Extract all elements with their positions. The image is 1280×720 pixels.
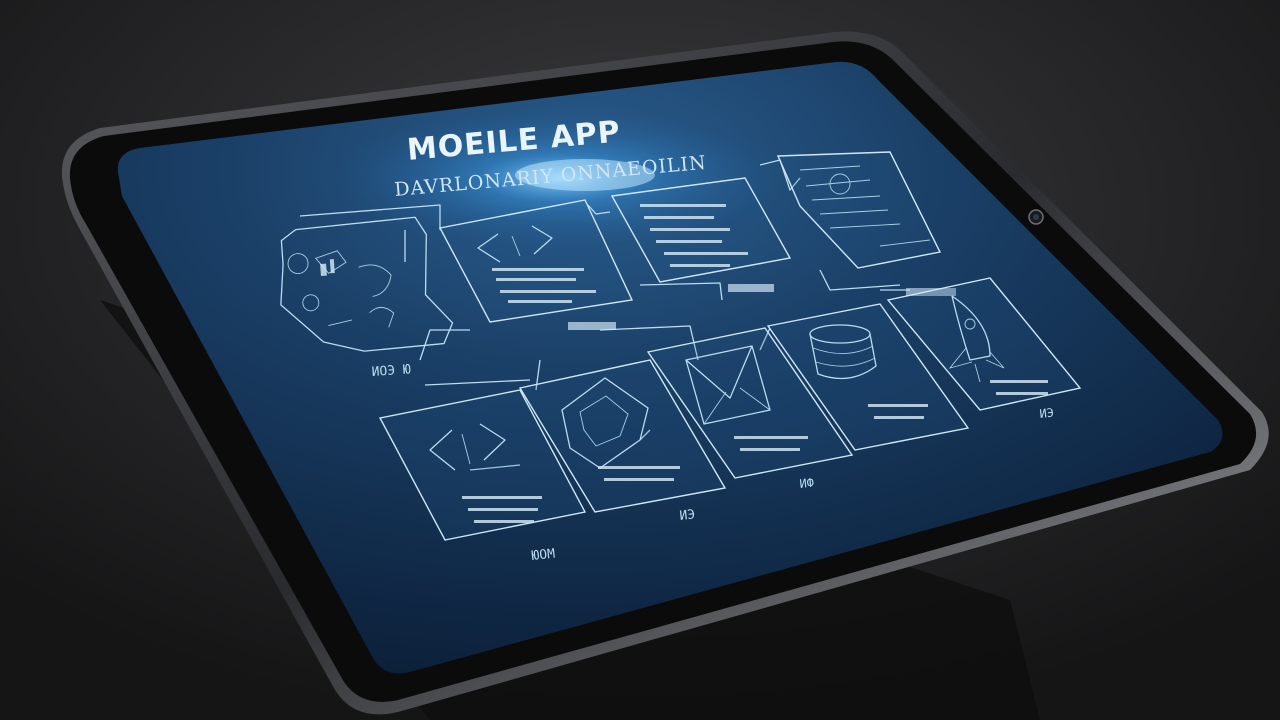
badge bbox=[568, 322, 616, 330]
shield-icon bbox=[561, 377, 649, 469]
code-brackets-icon bbox=[429, 423, 506, 471]
bottom-mid-label: ИЭ bbox=[679, 507, 696, 524]
bottom-left-label: ЮОМ bbox=[531, 547, 556, 564]
code-brackets-card bbox=[438, 199, 634, 323]
code-card-bottom bbox=[378, 389, 587, 541]
document-card bbox=[610, 177, 792, 283]
camera-lens-inner bbox=[1033, 214, 1039, 220]
envelope-icon bbox=[685, 345, 771, 425]
settings-sheet-card bbox=[776, 151, 942, 269]
left-group-label: ИОЭ Ю bbox=[371, 362, 411, 380]
flow-connectors bbox=[299, 159, 910, 471]
settings-sheet-icon bbox=[799, 165, 931, 247]
envelope-card bbox=[646, 327, 854, 479]
bottom-db-label: ИФ bbox=[799, 476, 815, 491]
database-icon bbox=[809, 324, 877, 380]
rocket-card bbox=[886, 277, 1082, 411]
badge bbox=[906, 288, 956, 296]
network-diagram-icon bbox=[280, 216, 454, 352]
document-icon bbox=[640, 204, 748, 267]
shield-card bbox=[518, 359, 727, 513]
right-rocket-label: ИЭ bbox=[1039, 406, 1055, 421]
rocket-icon bbox=[948, 295, 1005, 383]
database-card bbox=[766, 303, 970, 451]
glow-core bbox=[515, 159, 655, 191]
badge bbox=[728, 284, 774, 292]
code-brackets-icon bbox=[477, 225, 553, 263]
